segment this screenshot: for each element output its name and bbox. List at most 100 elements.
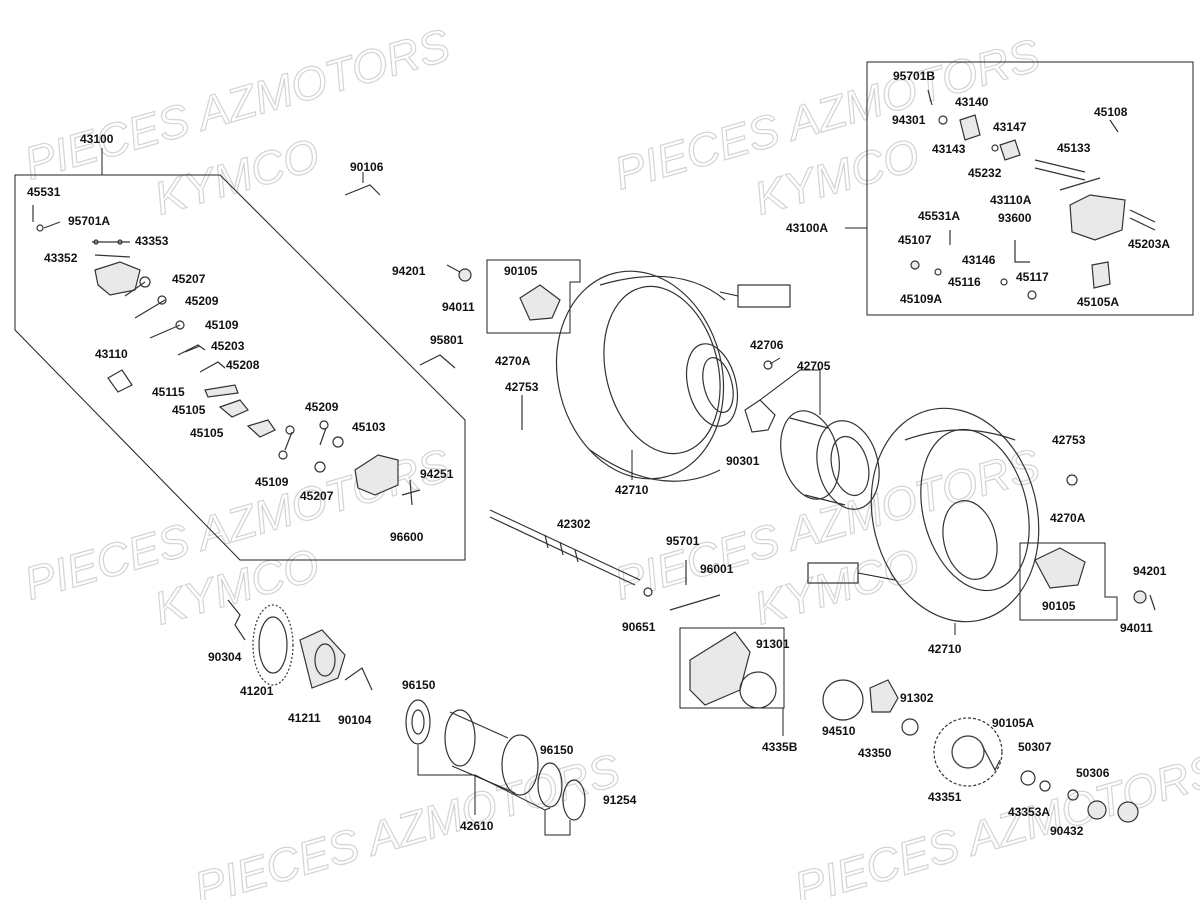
part-label: 42753 [505, 380, 539, 394]
part-label: 50306 [1076, 766, 1110, 780]
part-label: 96150 [402, 678, 436, 692]
part-label: 45103 [352, 420, 386, 434]
part-label: 45117 [1016, 270, 1049, 284]
part-label: 95701A [68, 214, 110, 228]
upper-wheel [555, 270, 791, 482]
part-label: 42753 [1052, 433, 1086, 447]
part-label: 45105A [1077, 295, 1119, 309]
part-labels: 43100 45531 95701A 43353 43352 45207 452… [27, 69, 1170, 838]
part-label: 90104 [338, 713, 372, 727]
part-label: 91302 [900, 691, 934, 705]
sprocket-assembly [227, 599, 373, 691]
part-label: 90105A [992, 716, 1034, 730]
part-label: 42302 [557, 517, 591, 531]
leader-lines [101, 148, 956, 635]
part-label: 45531 [27, 185, 61, 199]
part-label: 93600 [998, 211, 1032, 225]
part-label: 43143 [932, 142, 966, 156]
part-label: 41201 [240, 684, 274, 698]
part-label: 90651 [622, 620, 656, 634]
part-label: 43147 [993, 120, 1027, 134]
part-label: 90304 [208, 650, 242, 664]
part-label: 94301 [892, 113, 926, 127]
part-label: 91301 [756, 637, 790, 651]
part-label: 43350 [858, 746, 892, 760]
part-label: 45209 [185, 294, 219, 308]
brake-disc-assembly [689, 631, 1139, 823]
part-label: 42706 [750, 338, 784, 352]
part-label: 45208 [226, 358, 260, 372]
part-label: 43100 [80, 132, 114, 146]
part-label: 45115 [152, 385, 185, 399]
part-label: 45109 [205, 318, 239, 332]
part-label: 94510 [822, 724, 856, 738]
part-label: 42610 [460, 819, 494, 833]
part-label: 43110A [990, 193, 1032, 207]
part-label: 43353A [1008, 805, 1050, 819]
rim [744, 399, 880, 510]
part-label: 45109A [900, 292, 942, 306]
part-label: 45133 [1057, 141, 1091, 155]
part-label: 90105 [1042, 599, 1076, 613]
part-label: 95701B [893, 69, 935, 83]
part-label: 43110 [95, 347, 128, 361]
part-label: 90301 [726, 454, 760, 468]
part-label: 91254 [603, 793, 637, 807]
part-label: 43351 [928, 790, 962, 804]
part-label: 45116 [948, 275, 981, 289]
part-label: 90106 [350, 160, 384, 174]
part-label: 50307 [1018, 740, 1052, 754]
part-label: 94201 [392, 264, 426, 278]
part-label: 90432 [1050, 824, 1084, 838]
part-label: 43353 [135, 234, 169, 248]
part-label: 43140 [955, 95, 989, 109]
watermark-text: PIECES AZMOTORS [788, 743, 1200, 900]
part-label: 95801 [430, 333, 464, 347]
part-label: 96600 [390, 530, 424, 544]
part-label: 4270A [1050, 511, 1086, 525]
watermark-layer: PIECES AZMOTORS KYMCO PIECES AZMOTORS KY… [18, 18, 1200, 900]
part-label: 4270A [495, 354, 531, 368]
part-label: 45109 [255, 475, 289, 489]
part-label: 95701 [666, 534, 700, 548]
left-caliper-parts [32, 205, 421, 506]
hub-bolt-frame-upper [486, 259, 581, 334]
part-label: 45203A [1128, 237, 1170, 251]
right-caliper-parts [910, 89, 1156, 300]
part-label: 96001 [700, 562, 734, 576]
part-label: 94251 [420, 467, 454, 481]
part-label: 45105 [172, 403, 206, 417]
watermark-text: PIECES AZMOTORS [188, 743, 625, 900]
part-label: 43100A [786, 221, 828, 235]
part-label: 42710 [615, 483, 649, 497]
part-label: 45105 [190, 426, 224, 440]
brake-disc-cover-frame [679, 627, 785, 709]
part-label: 41211 [288, 711, 321, 725]
caliper-group-frame [14, 174, 466, 561]
bearing-housing [405, 699, 586, 836]
rear-axle [489, 509, 641, 586]
part-label: 42705 [797, 359, 831, 373]
caliper-group-frame-right [866, 61, 1194, 316]
part-label: 94201 [1133, 564, 1167, 578]
lower-wheel [807, 407, 1040, 623]
part-label: 45203 [211, 339, 245, 353]
part-label: 94011 [442, 300, 475, 314]
part-label: 94011 [1120, 621, 1153, 635]
part-label: 42710 [928, 642, 962, 656]
part-label: 45207 [172, 272, 206, 286]
part-label: 45207 [300, 489, 334, 503]
part-label: 96150 [540, 743, 574, 757]
part-label: 90105 [504, 264, 538, 278]
misc-parts [344, 184, 1156, 611]
part-label: 45108 [1094, 105, 1128, 119]
part-label: 45232 [968, 166, 1002, 180]
part-label: 45531A [918, 209, 960, 223]
part-label: 45209 [305, 400, 339, 414]
part-label: 45107 [898, 233, 932, 247]
part-label: 43146 [962, 253, 996, 267]
hub-bolt-frame-lower [1019, 542, 1118, 621]
part-label: 43352 [44, 251, 78, 265]
